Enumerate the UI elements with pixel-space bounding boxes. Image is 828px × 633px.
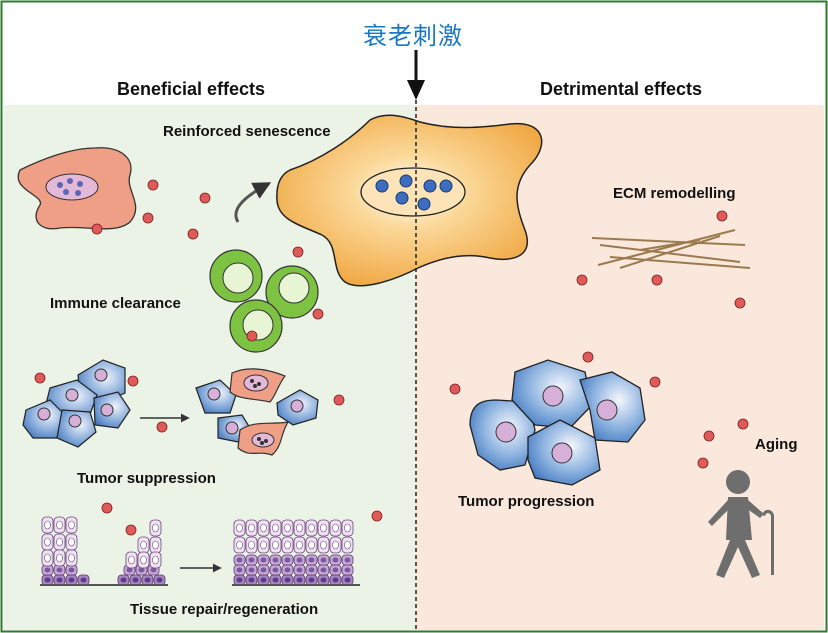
tumor-cell-cluster-suppressed <box>195 368 319 456</box>
immune-clearance-label: Immune clearance <box>50 295 181 312</box>
sasp-dot <box>582 351 594 363</box>
sasp-dot <box>651 274 663 286</box>
sasp-dot <box>371 510 383 522</box>
reinforced-senescence-label: Reinforced senescence <box>163 123 331 140</box>
sasp-dot <box>449 383 461 395</box>
sasp-dot <box>246 330 258 342</box>
stimulus-label: 衰老刺激 <box>363 22 463 50</box>
sasp-dot <box>333 394 345 406</box>
sasp-dot <box>156 421 168 433</box>
sasp-dot <box>312 308 324 320</box>
sasp-dot <box>734 297 746 309</box>
sasp-dot <box>91 223 103 235</box>
elderly-person-icon <box>708 470 774 578</box>
epithelium-icon <box>40 516 168 586</box>
sasp-dot <box>147 179 159 191</box>
sasp-dot <box>34 372 46 384</box>
tumor-suppression-label: Tumor suppression <box>77 470 216 487</box>
sasp-dot <box>697 457 709 469</box>
sasp-dot <box>649 376 661 388</box>
tissue-repair-label: Tissue repair/regeneration <box>130 601 319 618</box>
sasp-dot <box>142 212 154 224</box>
sasp-dot <box>576 274 588 286</box>
reinforcement-arrow <box>234 182 272 223</box>
beneficial-heading: Beneficial effects <box>117 79 266 99</box>
tumor-cell-cluster-progression <box>469 359 646 486</box>
sasp-dot <box>703 430 715 442</box>
sasp-dot <box>101 502 113 514</box>
ecm-remodelling-label: ECM remodelling <box>613 185 736 202</box>
sasp-dot <box>292 246 304 258</box>
sasp-dots <box>34 179 749 536</box>
sasp-dot <box>187 228 199 240</box>
detrimental-heading: Detrimental effects <box>540 79 703 99</box>
normal-cell-icon <box>17 147 137 230</box>
sasp-dot <box>125 524 137 536</box>
epithelium-repaired-icon <box>232 519 360 586</box>
aging-label: Aging <box>755 436 798 453</box>
sasp-dot <box>127 375 139 387</box>
stimulus-arrow <box>407 50 425 100</box>
sasp-dot <box>737 418 749 430</box>
immune-cell-icon <box>209 249 319 353</box>
tumor-cell-cluster-left <box>22 359 131 448</box>
senescent-cell-icon <box>276 114 543 287</box>
sasp-dot <box>716 210 728 222</box>
sasp-dot <box>199 192 211 204</box>
tumor-progression-label: Tumor progression <box>458 493 595 510</box>
ecm-fibers-icon <box>591 229 751 269</box>
